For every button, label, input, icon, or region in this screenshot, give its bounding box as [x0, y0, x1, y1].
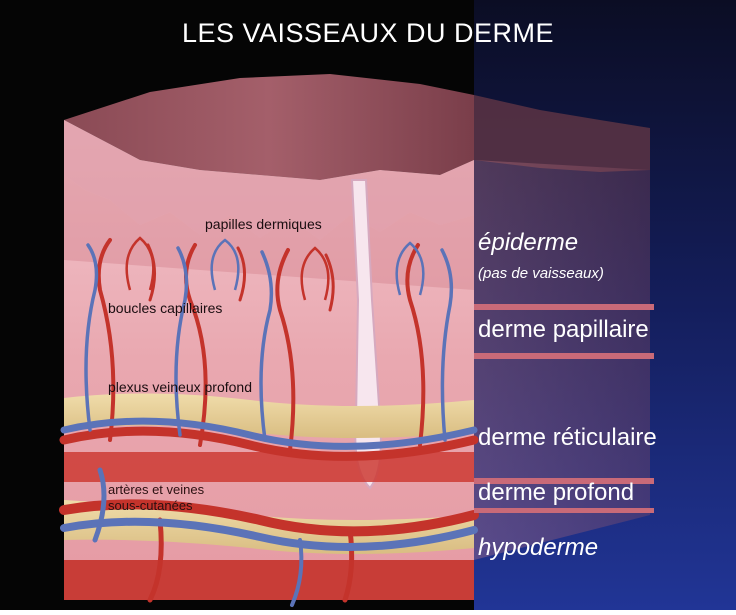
label-arteres-veines-2: sous-cutanées: [108, 498, 193, 513]
label-papilles-dermiques: papilles dermiques: [205, 216, 322, 232]
label-boucles-capillaires: boucles capillaires: [108, 300, 222, 316]
deep-red-band: [64, 452, 474, 482]
bottom-red-band: [64, 560, 474, 600]
layer-hypoderme: hypoderme: [478, 534, 598, 561]
layer-epiderme: épiderme: [478, 229, 578, 256]
layer-derme-profond: derme profond: [478, 479, 634, 506]
layer-epiderme-note: (pas de vaisseaux): [478, 265, 604, 282]
layer-derme-reticulaire: derme réticulaire: [478, 424, 657, 451]
band-profond-bottom: [474, 508, 654, 513]
band-papillaire-top: [474, 304, 654, 310]
band-papillaire-bottom: [474, 353, 654, 359]
diagram-title: LES VAISSEAUX DU DERME: [182, 18, 554, 48]
label-arteres-veines-1: artères et veines: [108, 482, 205, 497]
layer-derme-papillaire: derme papillaire: [478, 316, 649, 343]
label-plexus-veineux: plexus veineux profond: [108, 379, 252, 395]
